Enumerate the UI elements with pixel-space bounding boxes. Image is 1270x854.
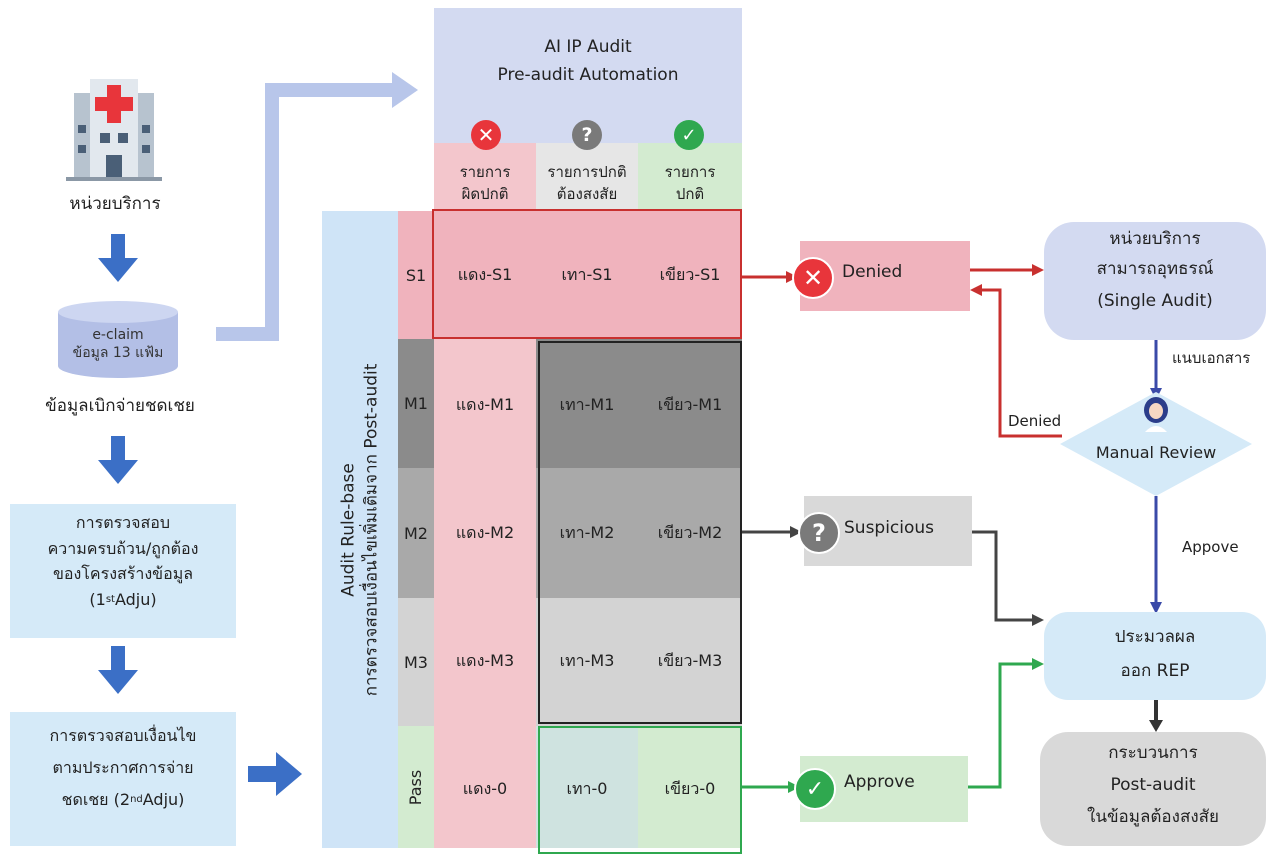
header-red-line-2: ผิดปกติ (461, 185, 509, 203)
appeal-box (1044, 222, 1266, 340)
header-green-line-1: รายการ (664, 163, 716, 181)
check-circle-icon: ✓ (674, 120, 704, 150)
question-circle-icon: ? (798, 512, 840, 554)
ai-audit-title: AI IP Audit (544, 37, 632, 58)
x-circle-icon: ✕ (792, 257, 834, 299)
structure-check-box (10, 504, 236, 638)
row-label-s1: S1 (398, 211, 434, 339)
rulebase-bar (322, 211, 398, 848)
database-label-2: ข้อมูล 13 แฟ้ม (72, 345, 164, 361)
cell-gray-pass: เทา-0 (566, 778, 608, 798)
postaudit-line-2: Post-audit (1110, 775, 1196, 796)
reviewer-avatar (1141, 396, 1171, 432)
cell-red-pass: แดง-0 (462, 778, 508, 798)
rulebase-subtitle: การตรวจสอบเงื่อนไขเพิ่มเติมจาก Post-audi… (361, 363, 382, 697)
hospital-label: หน่วยบริการ (69, 194, 161, 215)
cell-green-pass: เขียว-0 (664, 778, 716, 798)
cell-green-s1: เขียว-S1 (659, 264, 721, 284)
structure-check-line-3: ของโครงสร้างข้อมูล (52, 564, 194, 584)
rulebase-title: Audit Rule-base (338, 463, 359, 597)
pass-green (638, 726, 742, 848)
denied-label: Denied (842, 262, 903, 282)
appeal-line-3: (Single Audit) (1097, 291, 1213, 312)
down-arrow-icon (98, 436, 138, 484)
s1-row (434, 211, 742, 339)
s1-outline (432, 209, 742, 339)
question-circle-icon: ? (572, 120, 602, 150)
pass-gray (536, 726, 638, 848)
manual-review-label: Manual Review (1095, 442, 1217, 462)
cell-green-m1: เขียว-M1 (657, 394, 723, 414)
approve-label: Approve (844, 772, 915, 792)
postaudit-box (1040, 732, 1266, 846)
condition-check-box (10, 712, 236, 846)
row-label-m2: M2 (398, 468, 434, 598)
m3-block (536, 598, 742, 726)
condition-check-line-1: การตรวจสอบเงื่อนไข (49, 726, 197, 746)
header-green-line-2: ปกติ (675, 185, 705, 203)
attach-label: แนบเอกสาร (1172, 349, 1251, 367)
appove-label: Appove (1182, 538, 1239, 556)
header-col-green (638, 143, 742, 209)
database-icon (56, 300, 180, 380)
cell-red-m1: แดง-M1 (455, 394, 515, 414)
right-arrow-icon (248, 752, 302, 796)
m-outline (538, 341, 742, 724)
cell-green-m2: เขียว-M2 (657, 522, 723, 542)
appeal-line-1: หน่วยบริการ (1109, 229, 1201, 250)
manual-review-diamond (1060, 392, 1252, 496)
cell-gray-m3: เทา-M3 (559, 650, 615, 670)
down-arrow-icon (98, 646, 138, 694)
m1-block (536, 339, 742, 468)
process-line-1: ประมวลผล (1114, 627, 1196, 648)
cell-red-m2: แดง-M2 (455, 522, 515, 542)
m2-block (536, 468, 742, 598)
down-arrow-icon (98, 234, 138, 282)
x-circle-icon: ✕ (471, 120, 501, 150)
row-label-pass: Pass (398, 726, 434, 848)
header-col-gray (536, 143, 638, 209)
cell-red-m3: แดง-M3 (455, 650, 515, 670)
condition-check-line-2: ตามประกาศการจ่าย (52, 758, 194, 778)
ai-audit-subtitle: Pre-audit Automation (497, 65, 679, 86)
cell-green-m3: เขียว-M3 (657, 650, 723, 670)
process-box (1044, 612, 1266, 700)
header-red-line-1: รายการ (459, 163, 511, 181)
appeal-line-2: สามารถอุทธรณ์ (1096, 259, 1214, 280)
claim-label: ข้อมูลเบิกจ่ายชดเชย (45, 396, 195, 417)
header-gray-line-1: รายการปกติ (547, 163, 627, 181)
row-label-m3: M3 (398, 598, 434, 726)
structure-check-line-1: การตรวจสอบ (75, 513, 171, 533)
postaudit-line-3: ในข้อมูลต้องสงสัย (1087, 807, 1219, 828)
header-col-red (434, 143, 536, 209)
hospital-icon (66, 75, 162, 181)
header-gray-line-2: ต้องสงสัย (556, 185, 618, 203)
cell-red-s1: แดง-S1 (457, 264, 513, 284)
structure-check-line-2: ความครบถ้วน/ถูกต้อง (47, 539, 199, 559)
manual-denied-label: Denied (1008, 412, 1062, 430)
cell-gray-m1: เทา-M1 (559, 394, 615, 414)
cell-gray-m2: เทา-M2 (559, 522, 615, 542)
row-label-m1: M1 (398, 339, 434, 468)
process-line-2: ออก REP (1120, 661, 1190, 682)
database-label-1: e-claim (92, 327, 144, 343)
check-circle-icon: ✓ (794, 768, 836, 810)
suspicious-label: Suspicious (844, 518, 935, 538)
cell-gray-s1: เทา-S1 (561, 264, 613, 284)
postaudit-line-1: กระบวนการ (1108, 743, 1198, 764)
